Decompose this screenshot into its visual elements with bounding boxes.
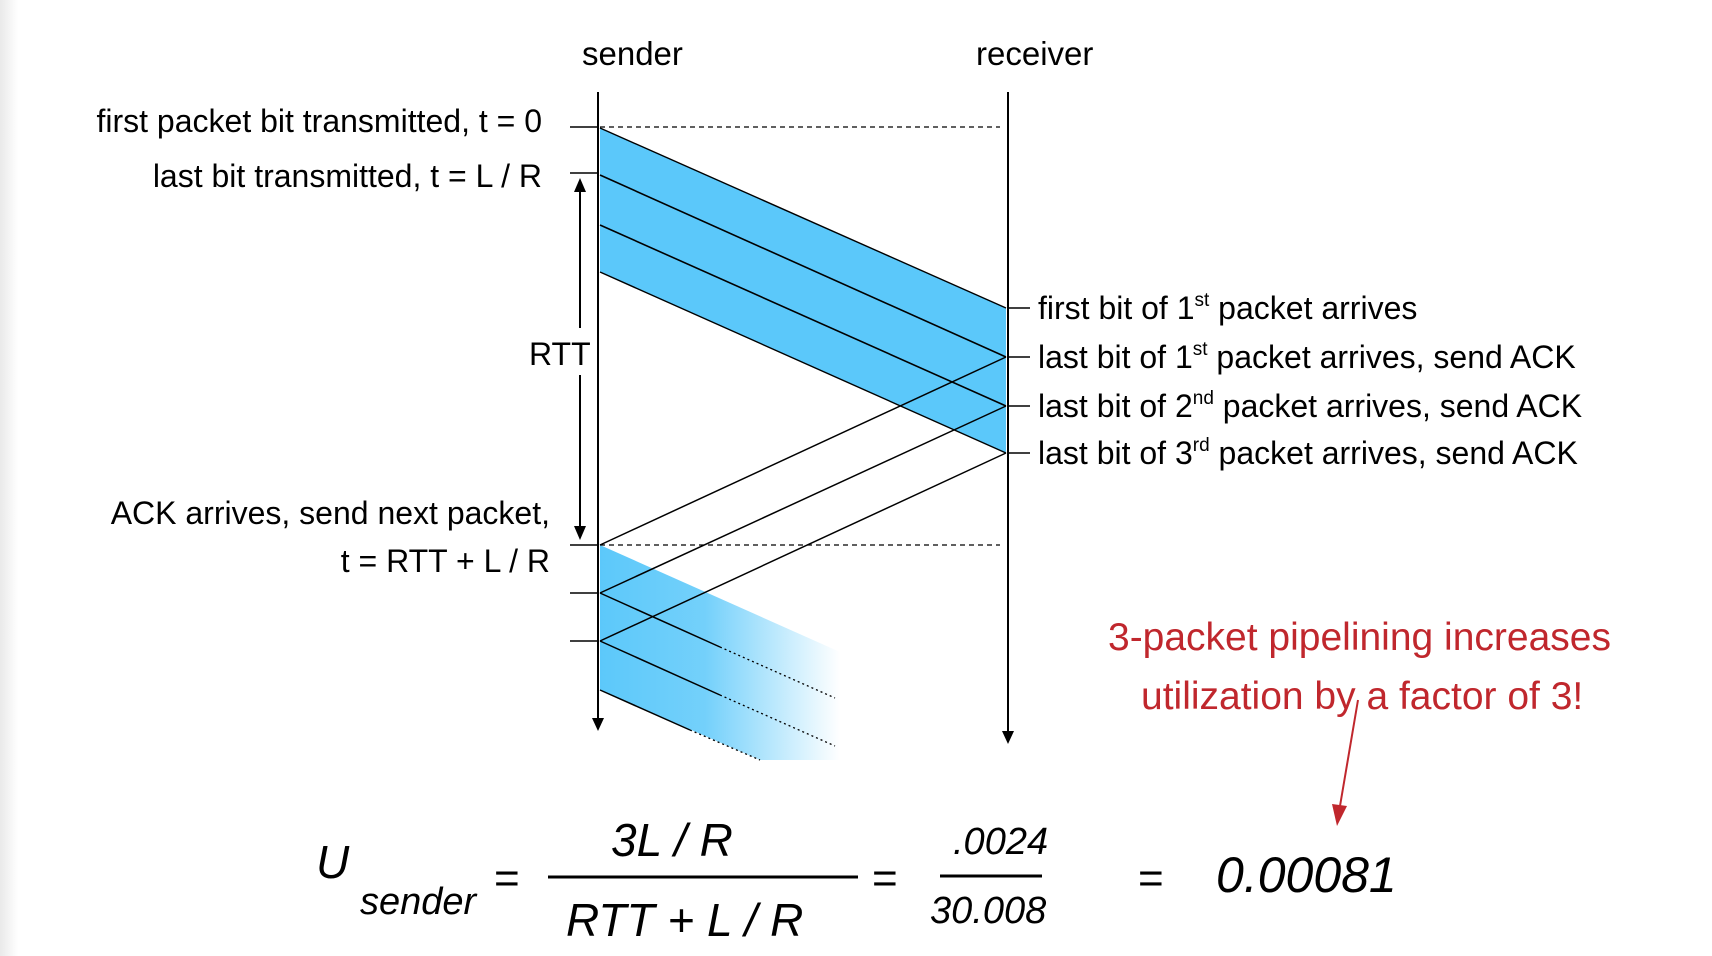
callout-line2: utilization by a factor of 3!: [1141, 675, 1584, 718]
next-packet-edge-2-dotted: [719, 694, 836, 747]
receiver-event-packet1-arrives: last bit of 1st packet arrives, send ACK: [1038, 339, 1576, 375]
packet-2-band: [600, 175, 1006, 406]
formula-equals-2: =: [872, 854, 898, 903]
next-packet-1-band: [600, 545, 840, 700]
receiver-event-packet2-arrives: last bit of 2nd packet arrives, send ACK: [1038, 388, 1583, 424]
next-packet-edge-1: [599, 592, 721, 648]
next-packet-2-band: [600, 593, 840, 748]
sender-column-header: sender: [582, 35, 683, 72]
page-edge-shade: [0, 0, 18, 956]
packet-1-leading-edge: [599, 127, 1007, 309]
packet-1-band: [600, 128, 1006, 357]
sender-timeline-arrowhead: [592, 718, 604, 731]
next-packet-edge-3: [599, 689, 691, 731]
formula-u-subscript: sender: [360, 881, 477, 923]
packet-1-2-boundary: [599, 174, 1007, 358]
next-packet-edge-2: [599, 640, 721, 696]
ack-3-line: [599, 452, 1007, 642]
rtt-arrow-up-head: [574, 178, 586, 192]
formula-denominator: RTT + L / R: [566, 894, 804, 946]
callout-arrowhead: [1332, 804, 1347, 826]
receiver-timeline-arrowhead: [1002, 731, 1014, 744]
receiver-event-first-bit-arrives: first bit of 1st packet arrives: [1038, 290, 1418, 326]
formula-result: 0.00081: [1216, 847, 1397, 903]
ack-2-line: [599, 405, 1007, 594]
callout-arrow-line: [1339, 699, 1359, 807]
packet-2-3-boundary: [599, 224, 1007, 407]
receiver-event-packet3-arrives: last bit of 3rd packet arrives, send ACK: [1038, 435, 1578, 471]
formula-u: U: [316, 836, 350, 888]
next-packet-edge-1-dotted: [719, 646, 836, 699]
ack-1-line: [599, 356, 1007, 546]
receiver-column-header: receiver: [976, 35, 1094, 72]
rtt-arrow-down-head: [574, 526, 586, 540]
rtt-label: RTT: [529, 336, 591, 372]
next-packet-3-band: [600, 641, 840, 760]
formula-numerator-value: .0024: [953, 821, 1049, 863]
formula-numerator: 3L / R: [611, 814, 733, 866]
last-bit-transmitted-label: last bit transmitted, t = L / R: [152, 158, 542, 194]
packet-3-band: [600, 225, 1006, 453]
first-bit-transmitted-label: first packet bit transmitted, t = 0: [96, 103, 542, 139]
callout-line1: 3-packet pipelining increases: [1108, 616, 1611, 659]
packet-3-trailing-edge: [599, 271, 1007, 454]
formula-equals-3: =: [1138, 854, 1164, 903]
formula-equals-1: =: [494, 854, 520, 903]
ack-arrives-label-line1: ACK arrives, send next packet,: [110, 495, 550, 531]
formula-denominator-value: 30.008: [930, 890, 1047, 932]
ack-arrives-label-line2: t = RTT + L / R: [340, 543, 550, 579]
